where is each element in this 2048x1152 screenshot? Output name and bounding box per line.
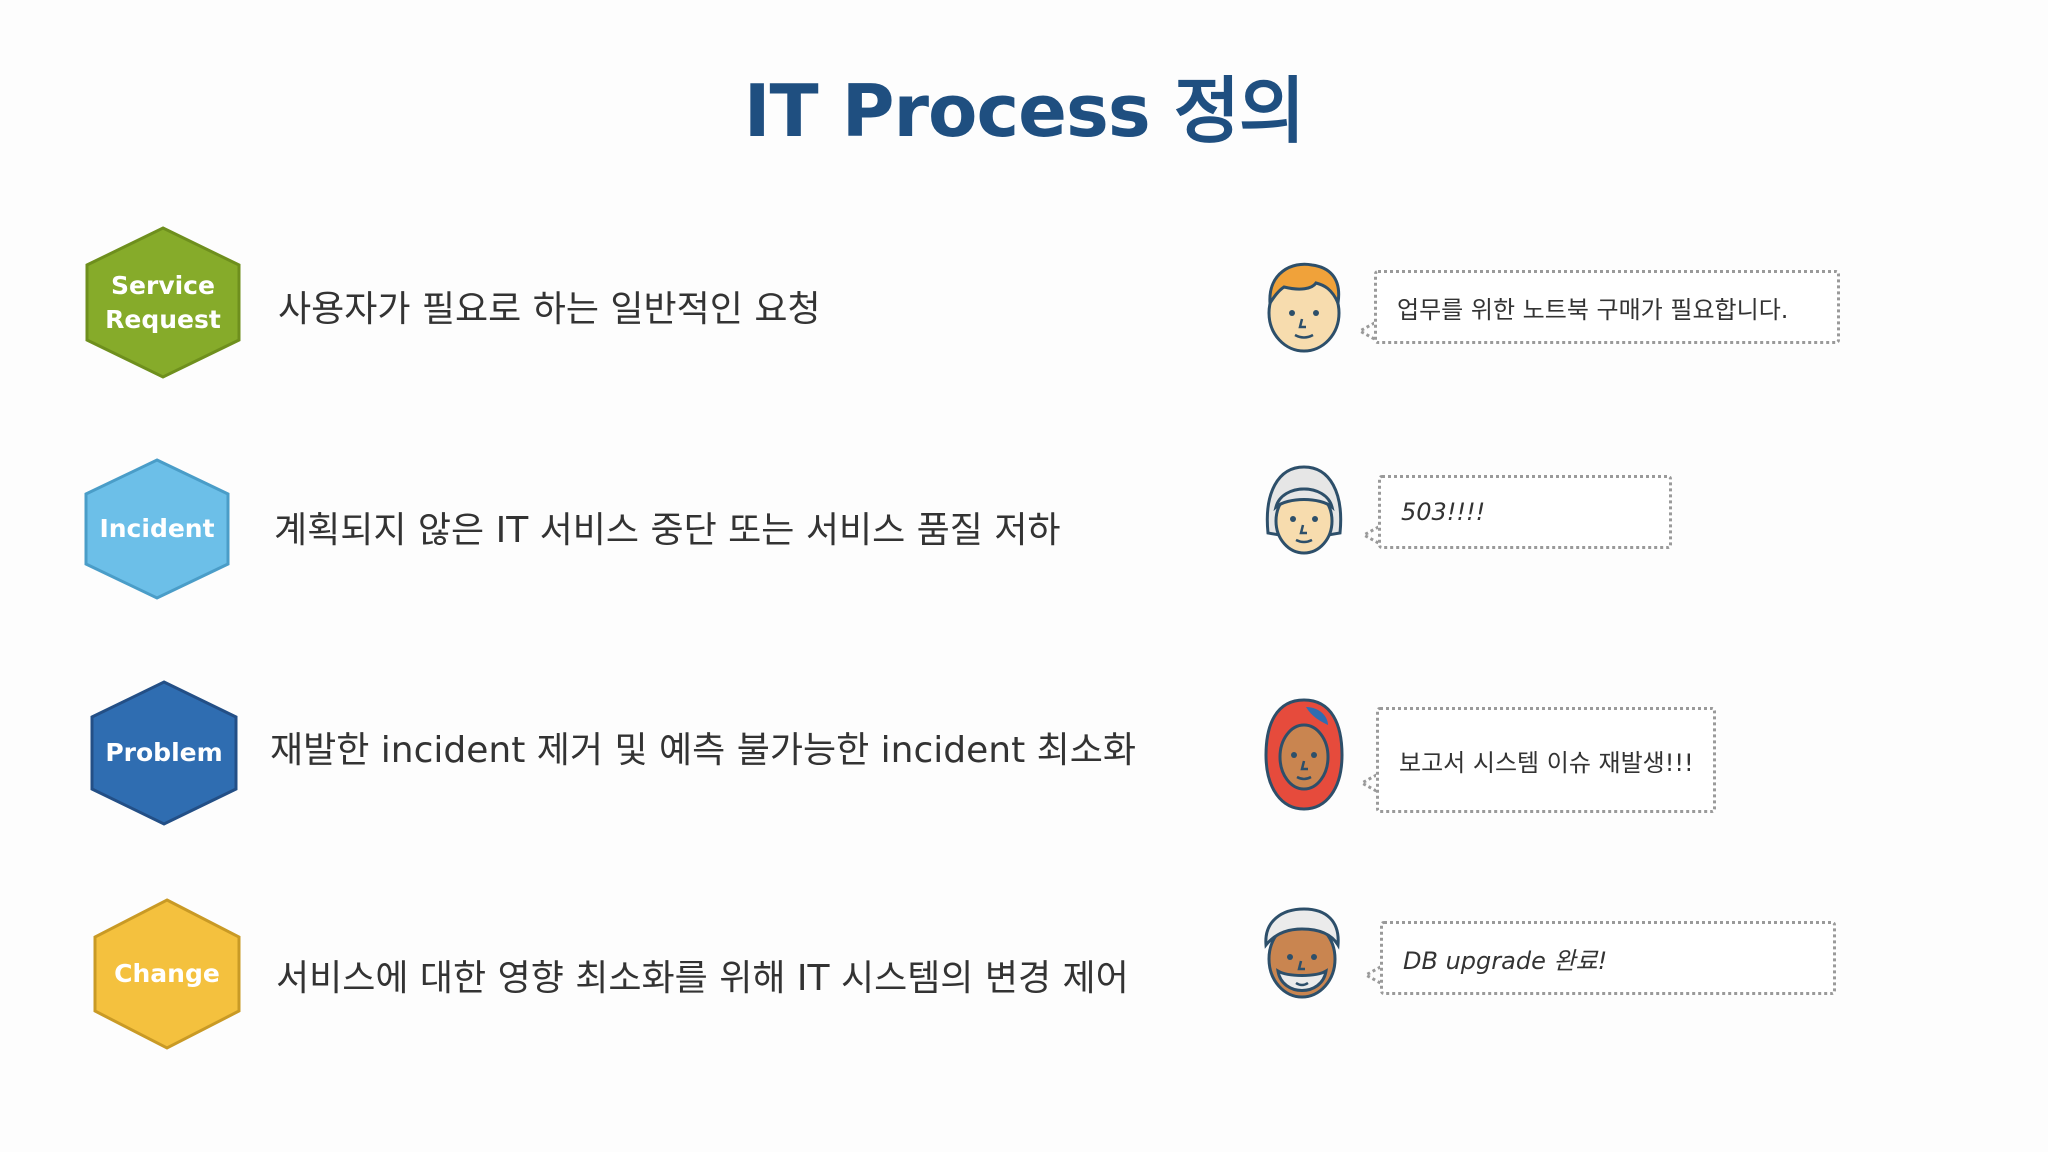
person-gray-hair-icon	[1265, 465, 1343, 555]
person-white-beard-icon	[1264, 907, 1340, 999]
speech-bubble-change: DB upgrade 완료!	[1380, 921, 1836, 995]
hexagon-shape-icon	[93, 898, 241, 1050]
person-blond-hair-icon	[1267, 262, 1341, 353]
problem-description: 재발한 incident 제거 및 예측 불가능한 incident 최소화	[270, 730, 1136, 771]
hexagon-shape-icon	[85, 226, 241, 379]
speech-bubble-service-request: 업무를 위한 노트북 구매가 필요합니다.	[1374, 270, 1840, 344]
page-title: IT Process 정의	[743, 69, 1305, 153]
hexagon-shape-icon	[84, 458, 230, 600]
change-hexagon: Change	[92, 897, 242, 1051]
problem-label: Problem	[105, 738, 223, 767]
change-label: Change	[114, 959, 220, 988]
incident-hexagon: Incident	[83, 457, 231, 601]
incident-description: 계획되지 않은 IT 서비스 중단 또는 서비스 품질 저하	[274, 510, 1061, 551]
incident-label: Incident	[99, 514, 215, 543]
process-row-problem: Problem 재발한 incident 제거 및 예측 불가능한 incide…	[0, 679, 2048, 839]
speech-bubble-incident: 503!!!!	[1378, 475, 1672, 549]
process-row-change: Change 서비스에 대한 영향 최소화를 위해 IT 시스템의 변경 제어 …	[0, 897, 2048, 1057]
problem-hexagon: Problem	[89, 679, 239, 827]
process-row-incident: Incident 계획되지 않은 IT 서비스 중단 또는 서비스 품질 저하 …	[0, 457, 2048, 617]
speech-bubble-problem: 보고서 시스템 이슈 재발생!!!	[1376, 707, 1716, 813]
service-request-description: 사용자가 필요로 하는 일반적인 요청	[278, 289, 821, 330]
hexagon-shape-icon	[90, 680, 238, 826]
person-headscarf-icon	[1264, 698, 1344, 811]
change-description: 서비스에 대한 영향 최소화를 위해 IT 시스템의 변경 제어	[276, 958, 1129, 999]
